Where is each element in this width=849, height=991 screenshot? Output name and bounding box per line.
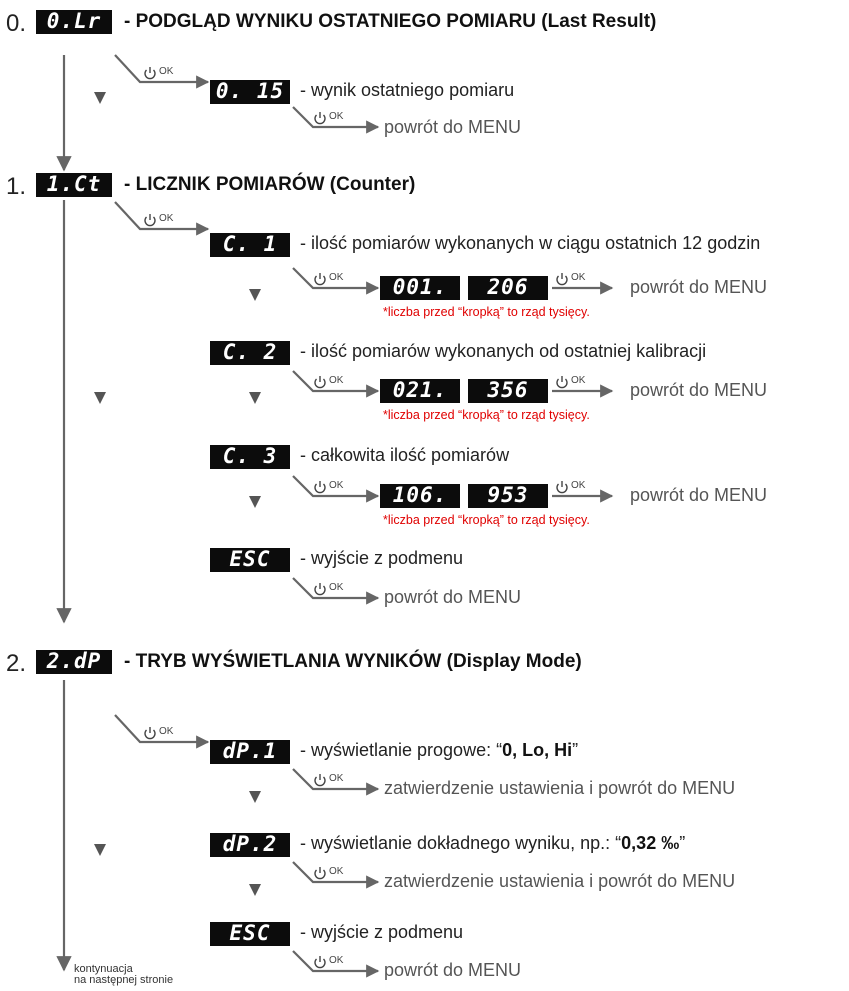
lcd-display: C. 3 <box>210 445 290 469</box>
lcd-display: C. 2 <box>210 341 290 365</box>
lcd-display: 0. 15 <box>210 80 290 104</box>
desc-prefix: - wyświetlanie dokładnego wyniku, np.: “ <box>300 833 622 853</box>
return-label: zatwierdzenie ustawienia i powrót do MEN… <box>384 871 736 891</box>
lcd-display: ESC <box>210 922 290 946</box>
ok-label: OK <box>329 866 344 877</box>
return-label: powrót do MENU <box>630 380 768 400</box>
lcd-display: 206 <box>468 276 548 300</box>
section-title: - LICZNIK POMIARÓW (Counter) <box>124 174 416 195</box>
lcd-display: dP.1 <box>210 740 290 764</box>
return-label: powrót do MENU <box>384 960 522 980</box>
menu-description: - wyjście z podmenu <box>300 922 464 942</box>
ok-label: OK <box>329 773 344 784</box>
menu-description: - wynik ostatniego pomiaru <box>300 80 515 100</box>
return-label: powrót do MENU <box>384 117 522 137</box>
ok-label: OK <box>329 955 344 966</box>
ok-label: OK <box>159 213 174 224</box>
ok-label: OK <box>329 582 344 593</box>
lcd-display: 953 <box>468 484 548 508</box>
menu-description: - ilość pomiarów wykonanych w ciągu osta… <box>300 233 761 253</box>
section-title: - TRYB WYŚWIETLANIA WYNIKÓW (Display Mod… <box>124 651 582 672</box>
lcd-display: 021. <box>380 379 460 403</box>
continuation-note: kontynuacja na następnej stronie <box>74 964 173 986</box>
desc-prefix: - wyświetlanie progowe: “ <box>300 740 503 760</box>
lcd-display: 0.Lr <box>36 10 112 34</box>
menu-description: - wyświetlanie progowe: “0, Lo, Hi” <box>300 740 578 761</box>
lcd-display: 001. <box>380 276 460 300</box>
thousands-note: *liczba przed “kropką” to rząd tysięcy. <box>383 513 590 527</box>
ok-label: OK <box>329 375 344 386</box>
thousands-note: *liczba przed “kropką” to rząd tysięcy. <box>383 408 590 422</box>
desc-value: 0,32 ‰ <box>621 833 680 853</box>
desc-suffix: ” <box>572 740 579 760</box>
lcd-display: dP.2 <box>210 833 290 857</box>
lcd-display: 356 <box>468 379 548 403</box>
lcd-display: C. 1 <box>210 233 290 257</box>
section-number: 1. <box>6 173 27 200</box>
lcd-display: 2.dP <box>36 650 112 674</box>
menu-description: - ilość pomiarów wykonanych od ostatniej… <box>300 341 707 361</box>
ok-label: OK <box>329 480 344 491</box>
section-number: 2. <box>6 650 27 677</box>
menu-description: - całkowita ilość pomiarów <box>300 445 510 465</box>
return-label: powrót do MENU <box>384 587 522 607</box>
desc-value: 0, Lo, Hi <box>502 740 573 760</box>
ok-label: OK <box>571 375 586 386</box>
lcd-display: 1.Ct <box>36 173 112 197</box>
ok-label: OK <box>329 272 344 283</box>
lcd-display: ESC <box>210 548 290 572</box>
return-label: powrót do MENU <box>630 277 768 297</box>
ok-label: OK <box>329 111 344 122</box>
thousands-note: *liczba przed “kropką” to rząd tysięcy. <box>383 305 590 319</box>
menu-description: - wyświetlanie dokładnego wyniku, np.: “… <box>300 833 685 854</box>
ok-label: OK <box>159 66 174 77</box>
return-label: zatwierdzenie ustawienia i powrót do MEN… <box>384 778 736 798</box>
ok-label: OK <box>571 272 586 283</box>
section-title: - PODGLĄD WYNIKU OSTATNIEGO POMIARU (Las… <box>124 11 657 32</box>
menu-description: - wyjście z podmenu <box>300 548 464 568</box>
desc-suffix: ” <box>679 833 686 853</box>
section-number: 0. <box>6 10 27 37</box>
ok-label: OK <box>159 726 174 737</box>
lcd-display: 106. <box>380 484 460 508</box>
ok-label: OK <box>571 480 586 491</box>
continuation-line: kontynuacja <box>74 963 133 975</box>
return-label: powrót do MENU <box>630 485 768 505</box>
continuation-line: na następnej stronie <box>74 974 174 986</box>
